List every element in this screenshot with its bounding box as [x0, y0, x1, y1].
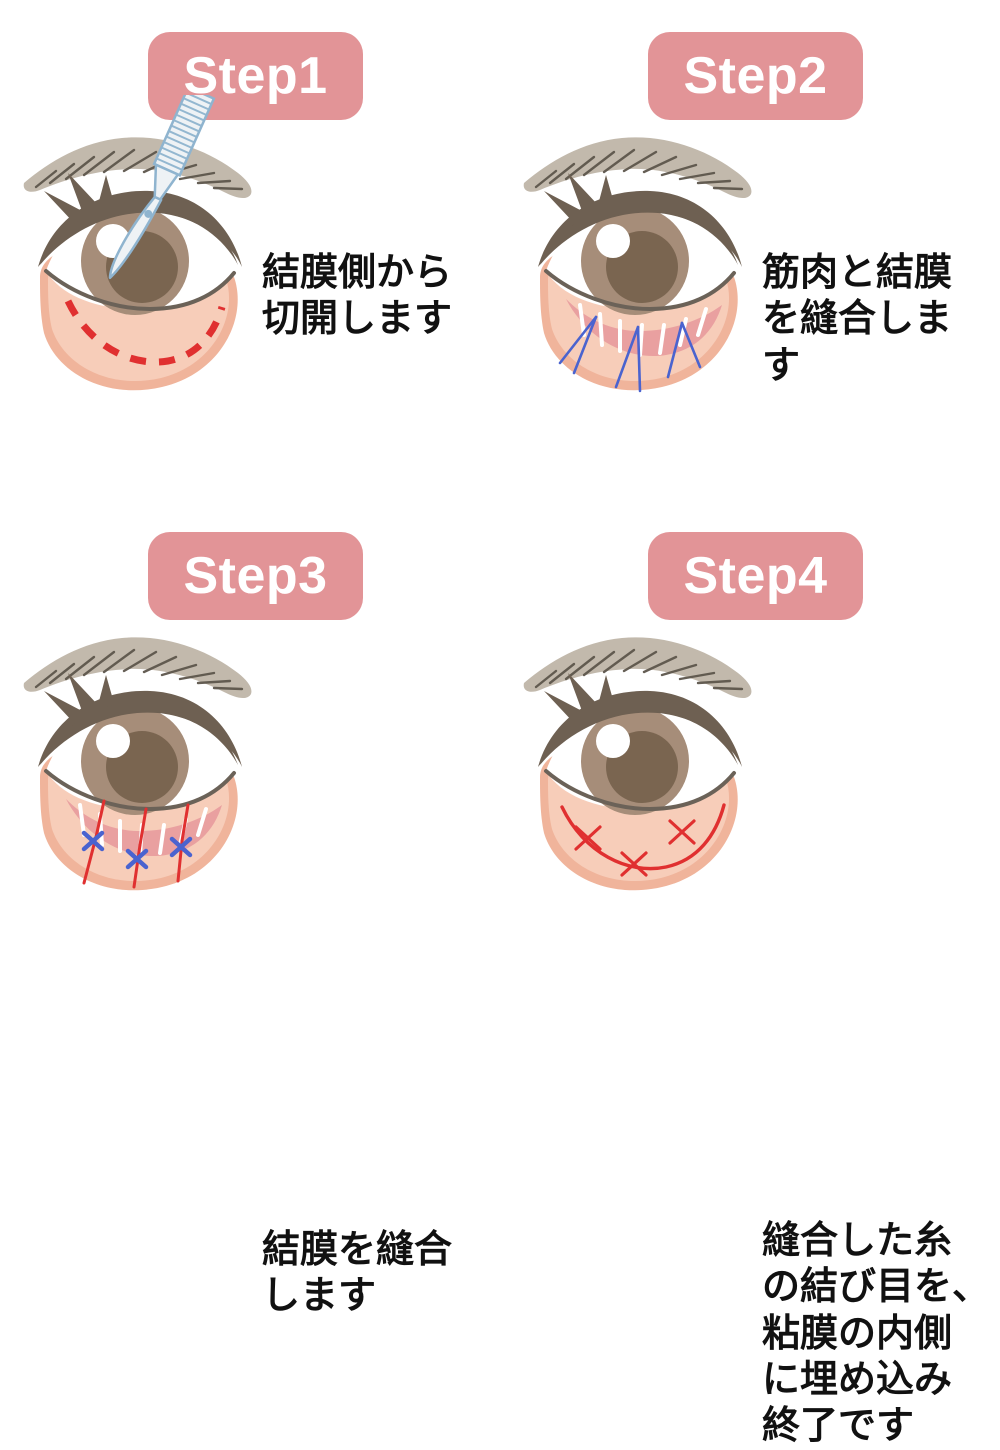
upper-eyelid — [38, 173, 242, 267]
step-badge-label: Step2 — [683, 47, 828, 105]
step-panel-4: Step4 — [500, 500, 1000, 1447]
iris — [581, 707, 689, 815]
eyebrow — [523, 137, 752, 199]
step-caption-4: 縫合した糸 の結び目を、 粘膜の内側 に埋め込み 終了です — [762, 1220, 991, 1448]
lid-margin — [44, 269, 236, 312]
step-caption-2: 筋肉と結膜 を縫合しま す — [762, 252, 953, 387]
step-caption-1: 結膜側から 切開します — [262, 252, 453, 341]
step-badge-label: Step3 — [183, 547, 328, 605]
step-badge-label: Step4 — [683, 547, 828, 605]
upper-eyelid — [538, 673, 742, 767]
eyelashes — [544, 173, 614, 223]
illustration-step-2 — [523, 137, 752, 393]
exposed-mucosa — [566, 299, 722, 357]
incision-dashed-line — [64, 299, 226, 366]
upper-eyelid — [38, 673, 242, 767]
step-panel-3: Step3 — [0, 500, 500, 1317]
eye-highlight — [596, 724, 630, 758]
step-badge-4: Step4 — [648, 532, 863, 620]
scalpel-icon — [108, 95, 216, 280]
lid-margin — [544, 769, 736, 812]
illustration-step-3 — [23, 637, 252, 891]
suture-threads-blue — [558, 315, 702, 393]
eyebrow — [523, 637, 752, 699]
iris — [581, 207, 689, 315]
lid-margin — [44, 769, 236, 812]
step-panel-1: Step1 — [0, 0, 500, 500]
mucosa-strands — [578, 303, 708, 357]
eyelashes — [44, 673, 114, 723]
iris — [81, 707, 189, 815]
upper-eyelid — [538, 173, 742, 267]
step-panel-2: Step2 — [500, 0, 1000, 500]
step-badge-3: Step3 — [148, 532, 363, 620]
eye-highlight — [596, 224, 630, 258]
eyebrow — [23, 637, 252, 699]
step-badge-label: Step1 — [183, 47, 328, 105]
eyebrow — [23, 137, 252, 199]
lid-margin — [544, 269, 736, 312]
suture-knots-red — [574, 819, 696, 877]
eye-highlight — [96, 724, 130, 758]
step-caption-3: 結膜を縫合 します — [262, 1229, 453, 1318]
step-badge-2: Step2 — [648, 32, 863, 120]
eyelashes — [44, 173, 114, 223]
illustration-step-1 — [23, 95, 252, 391]
illustration-step-4 — [523, 637, 752, 891]
suture-knots-blue — [81, 830, 193, 870]
eyelashes — [544, 673, 614, 723]
